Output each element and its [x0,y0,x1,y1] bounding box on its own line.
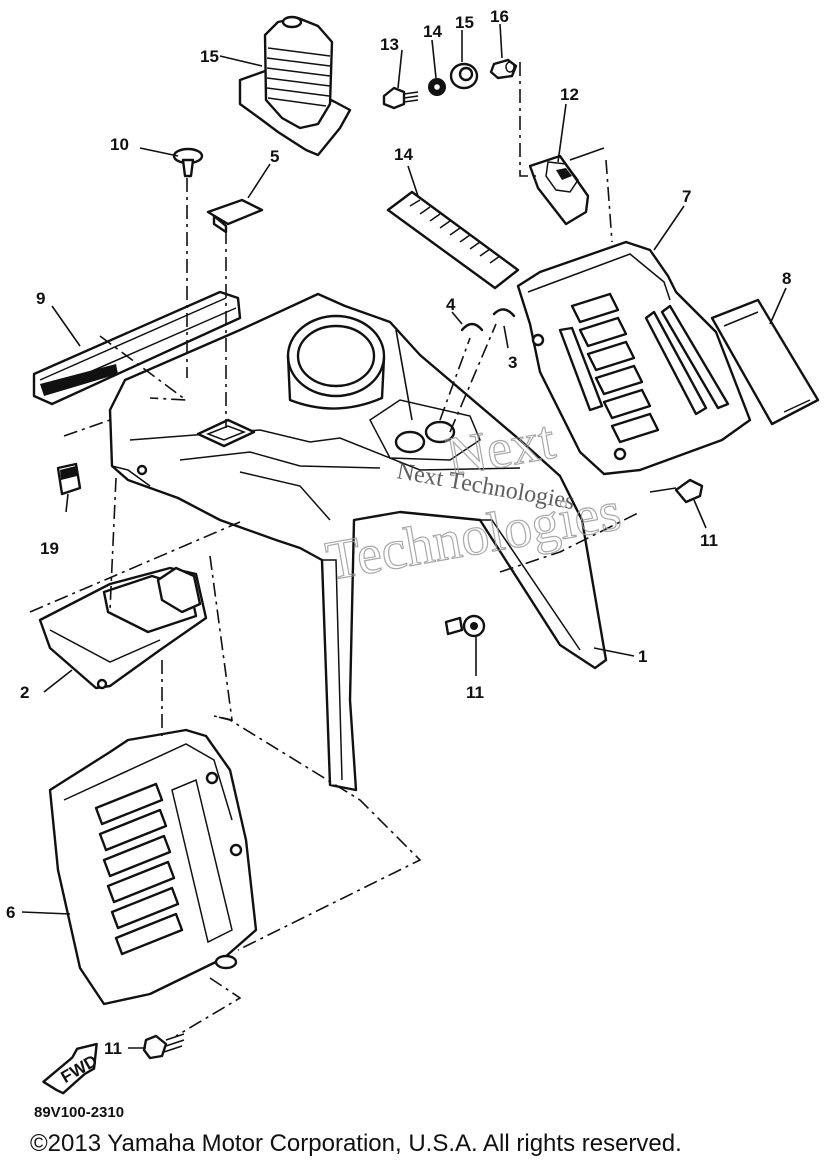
callout-16: 16 [490,7,509,26]
part-8-plate [710,298,820,426]
part-12-bracket [528,154,590,226]
callout-7: 7 [682,187,691,206]
callout-15: 15 [455,13,474,32]
callout-17: 14 [394,145,413,164]
copyright-notice: ©2013 Yamaha Motor Corporation, U.S.A. A… [30,1130,682,1157]
callout-14: 14 [423,22,442,41]
callout-2: 2 [20,683,29,702]
callout-12: 12 [560,85,579,104]
part-7-right-cover [516,240,752,476]
callout-9: 9 [36,289,45,308]
part-6-left-cover [48,728,258,1006]
callout-19: 19 [40,539,59,558]
leader-lines [21,23,787,1049]
callout-5: 5 [270,147,279,166]
callout-11-right: 11 [700,531,718,550]
part-11-bolt-right [649,478,704,504]
part-10-clip [172,147,204,178]
callout-11-center: 11 [466,683,484,702]
callout-10: 10 [110,135,129,154]
callout-numbers: 15 13 14 15 16 12 14 10 5 9 7 8 4 3 1 11… [6,7,791,1058]
callout-3: 3 [508,353,517,372]
callout-4: 4 [446,295,456,314]
fwd-arrow-icon: FWD [42,1042,101,1095]
callout-18: 15 [200,47,219,66]
part-18-shift-boot [238,15,352,157]
callout-6: 6 [6,903,15,922]
parts-13-16-fasteners [382,58,518,110]
diagram-code: 89V100-2310 [34,1104,125,1121]
alignment-lines [29,62,641,1037]
part-19-bracket [56,462,82,496]
callout-13: 13 [380,35,399,54]
part-11-bolt-center [444,614,486,638]
part-5-plate [206,198,264,234]
callout-1: 1 [638,647,647,666]
part-1-rear-panel [108,292,608,792]
callout-8: 8 [782,269,791,288]
parts-3-4-clips [460,308,516,332]
part-9-rail [32,290,242,406]
part-17-plate [386,190,520,290]
callout-11-bottom: 11 [104,1039,122,1058]
part-11-bolt-bottom [142,1033,185,1060]
part-2-housing [38,566,208,690]
